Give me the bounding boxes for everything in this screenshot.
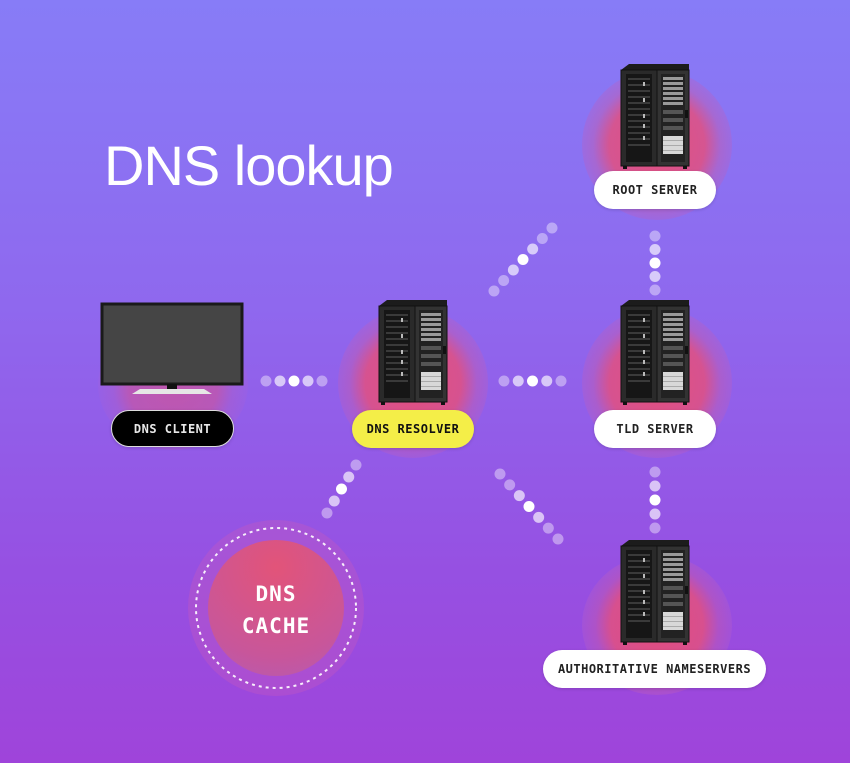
tld-server-icon [620,299,690,406]
connector-dot [316,375,328,387]
connector-dot [513,490,525,502]
connector-dot [536,233,548,244]
dns-cache-line2: CACHE [241,614,311,638]
connector-tld-authoritative [649,466,661,534]
root-server-icon [620,63,690,170]
connector-dot [649,508,661,520]
connector-dot [649,494,661,506]
connector-dot [343,471,355,483]
connector-dot [328,495,340,507]
connector-dot [649,271,661,282]
connector-dot [321,507,333,519]
connector-resolver-cache [321,459,362,519]
connector-dot [649,244,661,255]
connector-root-tld [649,230,661,296]
connector-dot [542,522,554,534]
auth-server-icon [620,539,690,646]
connector-dot [541,375,553,387]
connector-dot [649,284,661,296]
diagram-title: DNS lookup [104,134,394,197]
connector-dot [533,511,545,523]
connector-dot [498,375,510,387]
connector-dot [494,468,506,480]
connector-dot [512,375,524,387]
connector-resolver-tld [498,375,567,387]
connector-dot [649,257,661,269]
root-server-label: ROOT SERVER [594,171,716,209]
connector-dot [336,483,347,495]
connector-dot [527,375,538,387]
connector-dot [649,522,661,534]
tld-server-label: TLD SERVER [594,410,716,448]
connector-dot [288,375,300,387]
connector-dot [498,275,510,286]
connector-dot [649,230,661,242]
dns-cache-line1: DNS [255,582,297,606]
dns-cache-dashed-ring [195,527,357,689]
connector-dot [546,222,558,234]
connector-dot [517,254,529,265]
connector-client-resolver [260,375,328,387]
connector-dot [555,375,567,387]
resolver-server-icon [378,299,448,406]
connector-resolver-root [488,222,558,297]
dns-client-label: DNS CLIENT [111,410,234,447]
connector-resolver-authoritative [494,468,564,545]
connector-dot [274,375,286,387]
dns-resolver-label: DNS RESOLVER [352,410,474,448]
connector-dot [260,375,272,387]
connector-dot [649,466,661,478]
connector-dot [504,479,516,491]
connector-dot [350,459,362,471]
connector-dot [552,533,564,545]
connector-dot [302,375,314,387]
connector-dot [649,480,661,492]
connector-dot [507,264,519,276]
connector-dot [523,501,535,512]
monitor-icon [100,302,244,394]
connector-dot [527,243,539,255]
dns-cache-circle [208,540,344,676]
connector-dot [488,285,500,297]
dns-cache-label: DNS CACHE [208,578,344,642]
authoritative-nameservers-label: AUTHORITATIVE NAMESERVERS [543,650,766,688]
